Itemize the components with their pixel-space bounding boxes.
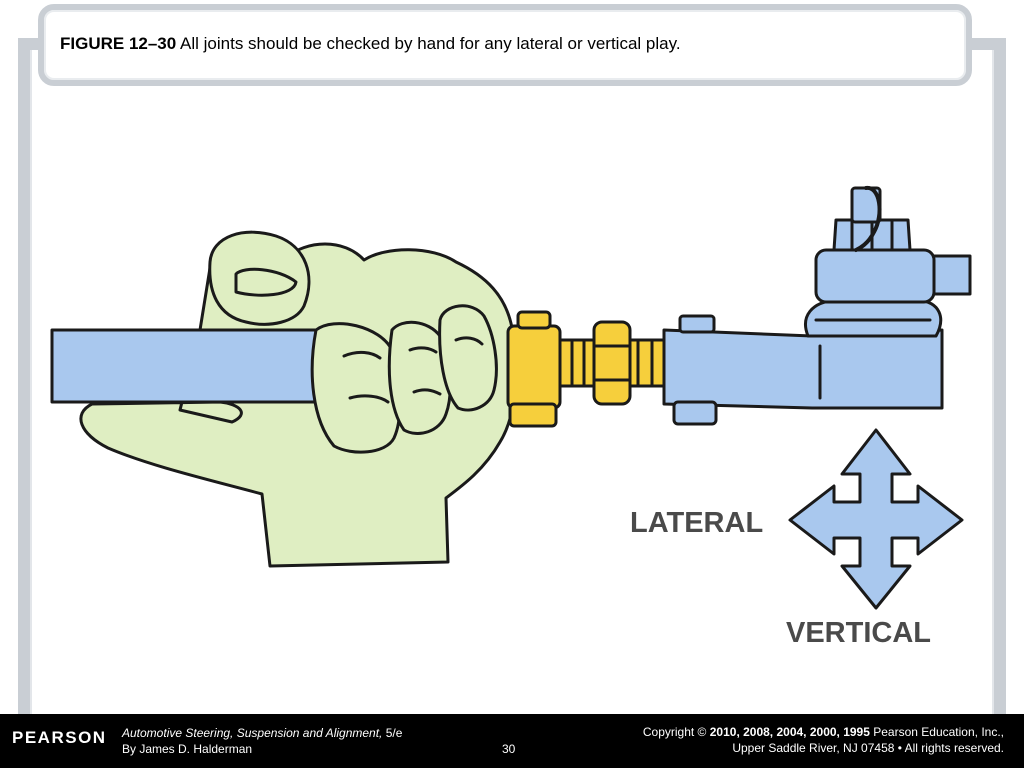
book-author: By James D. Halderman — [122, 742, 253, 756]
copyright-years: 2010, 2008, 2004, 2000, 1995 — [709, 725, 870, 739]
caption-box — [38, 4, 972, 86]
vertical-label: VERTICAL — [786, 617, 931, 649]
tie-rod-illustration: LATERAL VERTICAL — [50, 186, 972, 649]
hand-finger-3 — [438, 304, 498, 412]
slide-frame-inner-left — [30, 50, 32, 714]
figure-caption: FIGURE 12–30 All joints should be checke… — [60, 34, 960, 54]
brass-clamp-bolt-top — [516, 310, 552, 330]
ball-stud-housing — [814, 248, 936, 304]
slide-frame-right — [994, 38, 1006, 714]
slide-footer: PEARSON Automotive Steering, Suspension … — [0, 714, 1024, 768]
direction-arrows-icon — [788, 428, 964, 610]
slide-frame-left — [18, 38, 30, 714]
ball-joint-boot — [804, 298, 942, 338]
lateral-label: LATERAL — [630, 507, 763, 539]
slide-frame-inner-right — [992, 50, 994, 714]
tie-rod-end-clamp-bolt — [678, 314, 716, 334]
figure-caption-text: All joints should be checked by hand for… — [180, 34, 681, 53]
cotter-pin — [854, 186, 882, 252]
tie-rod-end-clamp-nut — [672, 400, 718, 426]
thumb-nail — [234, 267, 298, 297]
figure-label: FIGURE 12–30 — [60, 34, 177, 53]
book-title-text: Automotive Steering, Suspension and Alig… — [122, 726, 383, 740]
copyright-line-1: Copyright © 2010, 2008, 2004, 2000, 1995… — [643, 724, 1004, 740]
book-edition: 5/e — [382, 726, 403, 740]
tie-rod-shaft — [50, 328, 326, 404]
book-title: Automotive Steering, Suspension and Alig… — [122, 726, 402, 740]
copyright-line-2: Upper Saddle River, NJ 07458 • All right… — [732, 741, 1004, 755]
hand-finger-1 — [310, 322, 402, 454]
brass-clamp — [506, 324, 562, 410]
copyright-holder: Pearson Education, Inc., — [873, 725, 1004, 739]
copyright-prefix: Copyright © — [642, 725, 707, 739]
pearson-logo: PEARSON — [12, 728, 107, 747]
copyright-notice: Copyright © 2010, 2008, 2004, 2000, 1995… — [643, 724, 1004, 756]
brass-clamp-nut — [508, 402, 558, 428]
tie-rod-end-body — [662, 328, 944, 410]
jam-nut — [592, 320, 632, 406]
page-number: 30 — [502, 742, 516, 756]
